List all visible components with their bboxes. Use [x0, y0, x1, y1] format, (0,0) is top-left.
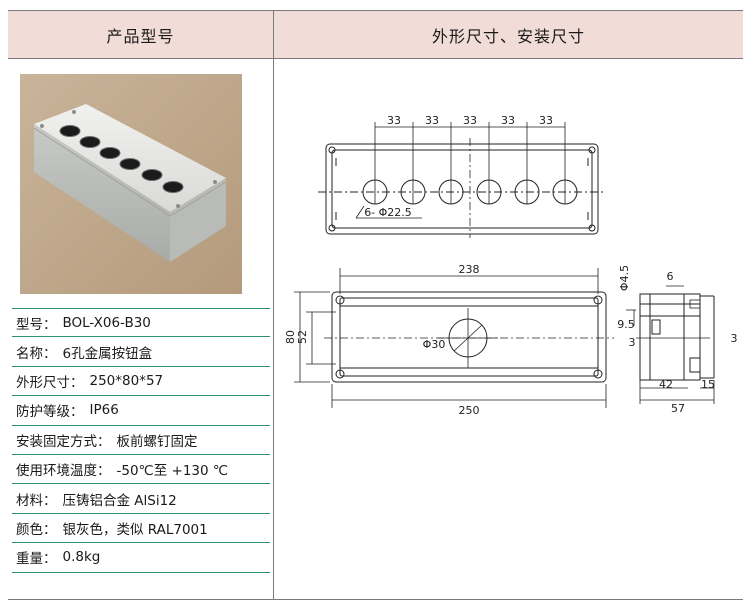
- spec-label: 名称：: [16, 345, 57, 362]
- dim-spacing-5: 33: [539, 114, 553, 127]
- dim-spacing-3: 33: [463, 114, 477, 127]
- spec-row-temperature: 使用环境温度： -50℃至 +130 ℃: [12, 455, 270, 485]
- dim-side-42: 42: [659, 378, 673, 391]
- dimension-drawing: 33 33 33 33 33 6- Φ22.5 238 250 Φ30 80 5…: [284, 114, 738, 417]
- spec-label: 外形尺寸：: [16, 374, 84, 391]
- dim-center-hole: Φ30: [423, 338, 446, 351]
- dim-side-15: 15: [701, 378, 715, 391]
- spec-label: 安装固定方式：: [16, 433, 111, 450]
- spec-value: 250*80*57: [89, 372, 164, 389]
- spec-value: 板前螺钉固定: [116, 433, 198, 450]
- spec-value: -50℃至 +130 ℃: [116, 463, 229, 480]
- dim-width-outer: 250: [459, 404, 480, 417]
- dim-height-outer: 80: [284, 330, 297, 344]
- spec-label: 防护等级：: [16, 404, 84, 421]
- spec-label: 颜色：: [16, 521, 57, 538]
- spec-sheet: 产品型号 外形尺寸、安装尺寸: [8, 10, 743, 600]
- spec-value: 0.8kg: [62, 549, 101, 566]
- spec-label: 型号：: [16, 316, 57, 333]
- spec-row-color: 颜色： 银灰色，类似 RAL7001: [12, 514, 270, 544]
- spec-row-mounting: 安装固定方式： 板前螺钉固定: [12, 426, 270, 455]
- spec-label: 使用环境温度：: [16, 463, 111, 480]
- dim-hole-callout: 6- Φ22.5: [364, 206, 412, 219]
- spec-row-weight: 重量： 0.8kg: [12, 543, 270, 573]
- top-view: [318, 122, 606, 238]
- spec-list: 型号： BOL-X06-B30 名称： 6孔金属按钮盒 外形尺寸： 250*80…: [12, 308, 270, 573]
- spec-value: 6孔金属按钮盒: [62, 345, 153, 362]
- spec-row-name: 名称： 6孔金属按钮盒: [12, 337, 270, 367]
- dim-side-57: 57: [671, 402, 685, 415]
- header-dimensions: 外形尺寸、安装尺寸: [274, 10, 743, 59]
- dim-width-inner: 238: [459, 263, 480, 276]
- spec-value: BOL-X06-B30: [62, 314, 151, 331]
- dim-side-9-5: 9.5: [617, 318, 635, 331]
- dim-height-inner: 52: [296, 330, 309, 344]
- spec-value: IP66: [89, 402, 119, 419]
- product-photo: [20, 74, 242, 294]
- spec-label: 重量：: [16, 551, 57, 568]
- spec-value: 银灰色，类似 RAL7001: [62, 521, 208, 538]
- spec-label: 材料：: [16, 492, 57, 509]
- dim-side-screw: Φ4.5: [618, 265, 631, 291]
- dim-spacing-1: 33: [387, 114, 401, 127]
- header-product-model: 产品型号: [8, 10, 274, 59]
- spec-row-protection: 防护等级： IP66: [12, 396, 270, 426]
- column-divider: [273, 10, 274, 600]
- side-view: [626, 285, 715, 404]
- dim-spacing-4: 33: [501, 114, 515, 127]
- spec-row-material: 材料： 压铸铝合金 AlSi12: [12, 484, 270, 514]
- front-view: [294, 268, 614, 408]
- spec-row-size: 外形尺寸： 250*80*57: [12, 367, 270, 397]
- box-holes: [59, 125, 184, 193]
- dim-spacing-2: 33: [425, 114, 439, 127]
- dim-side-3-left: 3: [629, 336, 636, 349]
- dim-side-3-right: 3: [731, 332, 738, 345]
- dim-side-6: 6: [667, 270, 674, 283]
- spec-value: 压铸铝合金 AlSi12: [62, 492, 177, 509]
- spec-row-model: 型号： BOL-X06-B30: [12, 308, 270, 338]
- bottom-rule: [8, 599, 743, 600]
